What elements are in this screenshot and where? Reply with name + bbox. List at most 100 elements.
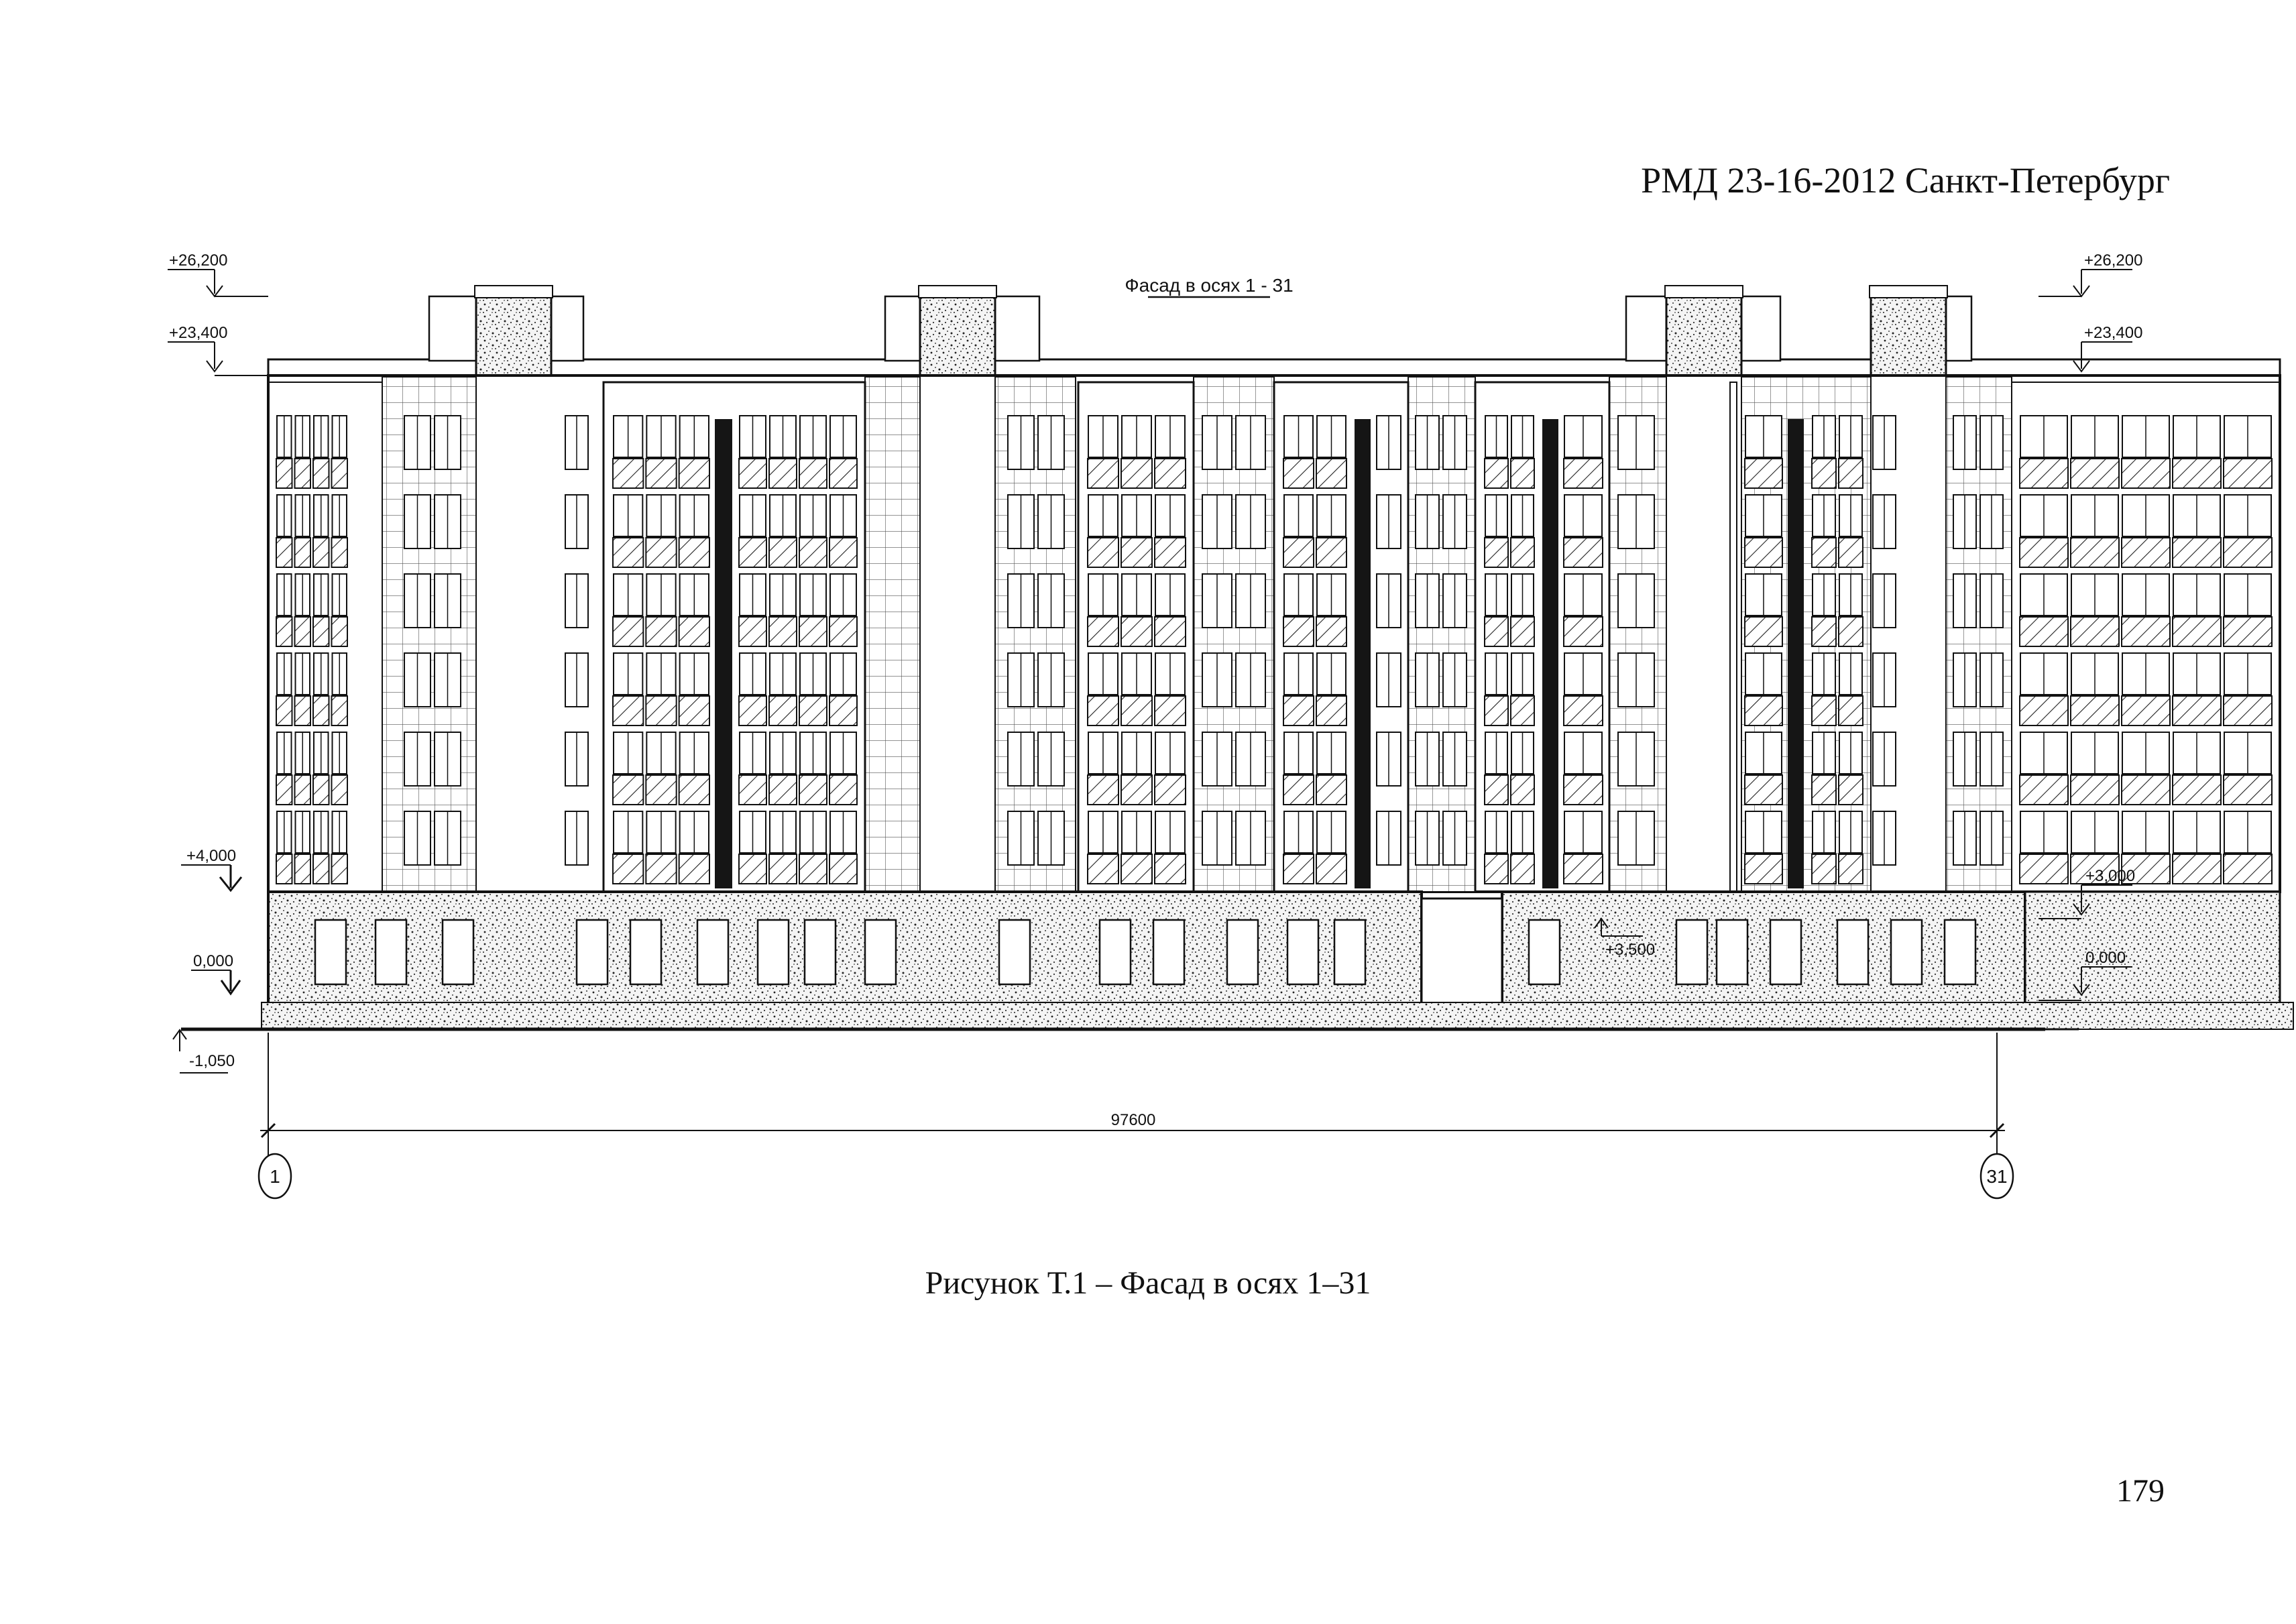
- balcony-railing: [2019, 537, 2069, 568]
- balcony-railing: [678, 616, 711, 647]
- level-mark-left-top: +26,200: [168, 251, 268, 298]
- level-mark-right-top: +26,200: [2039, 251, 2142, 298]
- balcony-railing: [2223, 695, 2273, 726]
- ground-window: [314, 919, 347, 986]
- balcony-railing: [331, 616, 348, 647]
- balcony-railing: [331, 854, 348, 884]
- level-label-entrance: +3,500: [1605, 941, 1655, 959]
- balcony-railing: [1121, 616, 1153, 647]
- balcony-railing: [1838, 537, 1863, 568]
- level-label-left-zero: 0,000: [193, 952, 233, 970]
- balcony-railing: [2070, 774, 2120, 805]
- balcony-railing: [1121, 695, 1153, 726]
- balcony-railing: [799, 695, 827, 726]
- ground-window: [441, 919, 475, 986]
- balcony-railing: [1316, 854, 1347, 884]
- axis-marker-start: 1: [257, 1153, 292, 1200]
- balcony-railing: [312, 774, 330, 805]
- balcony-railing: [1510, 616, 1535, 647]
- ground-window: [1226, 919, 1259, 986]
- balcony-railing: [768, 537, 797, 568]
- balcony-railing: [294, 774, 311, 805]
- level-label-right-zero: 0,000: [2085, 949, 2126, 967]
- balcony-railing: [1283, 616, 1314, 647]
- balcony-railing: [2172, 774, 2222, 805]
- balcony-railing: [2172, 616, 2222, 647]
- balcony-railing: [2070, 616, 2120, 647]
- ground-window: [803, 919, 837, 986]
- balcony-railing: [1744, 695, 1783, 726]
- balcony-railing: [645, 774, 677, 805]
- balcony-railing: [312, 537, 330, 568]
- balcony-railing: [1154, 854, 1186, 884]
- overall-dimension: 97600: [260, 1033, 2005, 1167]
- balcony-railing: [1316, 537, 1347, 568]
- balcony-railing: [1811, 774, 1837, 805]
- balcony-railing: [1484, 537, 1509, 568]
- balcony-railing: [1283, 854, 1314, 884]
- balcony-railing: [2070, 458, 2120, 489]
- level-label-right-roof: +23,400: [2084, 324, 2142, 342]
- balcony-railing: [1838, 774, 1863, 805]
- balcony-railing: [1510, 774, 1535, 805]
- balcony-railing: [645, 458, 677, 489]
- ground-window: [756, 919, 790, 986]
- balcony-railing: [1744, 537, 1783, 568]
- balcony-railing: [2172, 695, 2222, 726]
- balcony-railing: [312, 458, 330, 489]
- balcony-railing: [799, 854, 827, 884]
- figure-caption: Рисунок Т.1 – Фасад в осях 1–31: [925, 1265, 1371, 1301]
- balcony-railing: [294, 616, 311, 647]
- balcony-railing: [1744, 854, 1783, 884]
- level-label-left-top: +26,200: [169, 251, 227, 270]
- level-mark-left-ground: -1,050: [172, 1029, 235, 1074]
- balcony-railing: [829, 695, 858, 726]
- balcony-railing: [1510, 458, 1535, 489]
- balcony-railing: [1510, 537, 1535, 568]
- balcony-railing: [829, 537, 858, 568]
- balcony-railing: [829, 616, 858, 647]
- balcony-railing: [1811, 616, 1837, 647]
- balcony-railing: [1087, 616, 1119, 647]
- balcony-railing: [1811, 695, 1837, 726]
- balcony-railing: [1154, 616, 1186, 647]
- balcony-railing: [294, 537, 311, 568]
- balcony-railing: [331, 695, 348, 726]
- axis-marker-end: 31: [1979, 1153, 2014, 1200]
- balcony-railing: [678, 458, 711, 489]
- balcony-railing: [612, 774, 644, 805]
- balcony-railing: [1510, 854, 1535, 884]
- balcony-railing: [1121, 458, 1153, 489]
- dimension-value: 97600: [1111, 1111, 1156, 1129]
- balcony-railing: [612, 854, 644, 884]
- balcony-railing: [612, 695, 644, 726]
- balcony-railing: [1744, 458, 1783, 489]
- balcony-railing: [1087, 537, 1119, 568]
- balcony-railing: [2121, 695, 2171, 726]
- page-number: 179: [2116, 1473, 2165, 1509]
- balcony-railing: [2172, 537, 2222, 568]
- balcony-railing: [829, 774, 858, 805]
- balcony-railing: [2019, 854, 2069, 884]
- balcony-railing: [2019, 616, 2069, 647]
- ground-window: [1098, 919, 1132, 986]
- balcony-railing: [1811, 458, 1837, 489]
- ground-window: [1836, 919, 1870, 986]
- ground-window: [1528, 919, 1561, 986]
- balcony-railing: [738, 537, 767, 568]
- balcony-railing: [738, 458, 767, 489]
- balcony-railing: [2121, 537, 2171, 568]
- balcony-railing: [1316, 695, 1347, 726]
- ground-window: [374, 919, 408, 986]
- balcony-railing: [2070, 695, 2120, 726]
- balcony-railing: [2223, 774, 2273, 805]
- ground-window: [1152, 919, 1186, 986]
- balcony-railing: [1484, 774, 1509, 805]
- level-label-left-roof: +23,400: [169, 324, 227, 342]
- balcony-railing: [645, 695, 677, 726]
- level-label-right-first: +3,000: [2085, 867, 2135, 885]
- balcony-railing: [678, 695, 711, 726]
- balcony-railing: [2223, 537, 2273, 568]
- balcony-railing: [1484, 458, 1509, 489]
- balcony-railing: [768, 774, 797, 805]
